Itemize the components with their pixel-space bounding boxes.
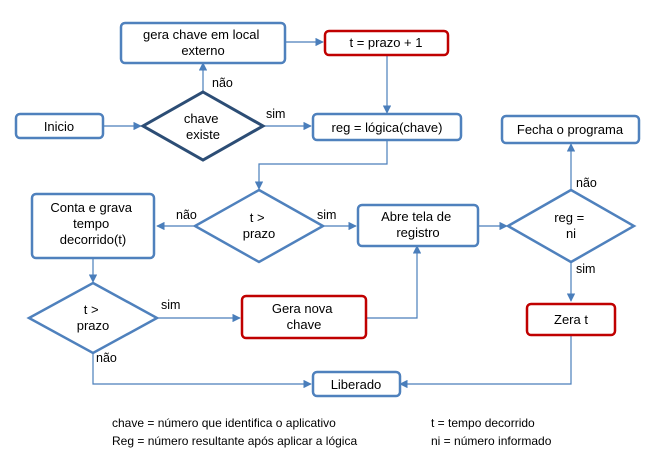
node-abre-tela-shape: [356, 203, 480, 248]
label-t2-sim: sim: [161, 298, 180, 312]
legend-ni: ni = número informado: [431, 434, 552, 448]
edge-t-prazo-2-nao: [92, 354, 312, 389]
nodes: gera chave em local externo t = prazo + …: [14, 21, 641, 398]
node-t-prazo-1-line-1: t >: [250, 210, 265, 225]
node-gera-chave-line-1: gera chave em local: [143, 27, 259, 42]
node-inicio: Inicio: [14, 112, 105, 140]
node-liberado: Liberado: [311, 370, 402, 398]
node-abre-tela: Abre tela de registro: [356, 203, 480, 248]
node-t-prazo-mais-1-shape: [323, 29, 450, 57]
label-t1-sim: sim: [317, 208, 336, 222]
node-t-prazo-1-shape: [192, 188, 326, 264]
node-chave-existe-line-2: existe: [186, 127, 220, 142]
label-chave-sim: sim: [266, 107, 285, 121]
edge-reg-logica-to-t-prazo-1: [254, 140, 388, 190]
node-inicio-label: Inicio: [44, 119, 74, 134]
node-conta-grava: Conta e grava tempo decorrido(t): [30, 192, 156, 260]
node-zera-t: Zera t: [525, 302, 617, 337]
node-reg-ni-line-2: ni: [566, 226, 576, 241]
node-chave-existe-shape: [139, 90, 267, 162]
node-inicio-shape: [14, 112, 105, 140]
node-gera-nova-label: Gera nova chave: [272, 301, 336, 332]
node-conta-grava-line-1: Conta e grava: [50, 200, 132, 215]
legend: chave = número que identifica o aplicati…: [112, 416, 552, 448]
node-zera-t-label: Zera t: [554, 312, 588, 327]
node-gera-chave-line-2: externo: [181, 43, 224, 58]
node-gera-chave-shape: [119, 21, 287, 65]
node-abre-tela-label: Abre tela de registro: [381, 209, 455, 240]
node-zera-t-shape: [525, 302, 617, 337]
legend-reg: Reg = número resultante após aplicar a l…: [112, 434, 357, 448]
node-reg-logica-label: reg = lógica(chave): [332, 120, 443, 135]
node-t-prazo-2-label: t > prazo: [77, 302, 110, 333]
node-liberado-label: Liberado: [331, 377, 382, 392]
node-fecha-programa-shape: [500, 114, 641, 145]
label-t2-nao: não: [96, 351, 117, 365]
node-gera-nova-shape: [240, 294, 368, 340]
edges: [88, 37, 576, 389]
node-t-prazo-2-shape: [26, 281, 160, 355]
node-conta-grava-line-2: tempo: [73, 216, 109, 231]
node-reg-ni-line-1: reg =: [554, 210, 584, 225]
node-chave-existe-label: chave existe: [184, 111, 222, 142]
node-t-prazo-mais-1-label: t = prazo + 1: [350, 35, 423, 50]
label-regni-nao: não: [576, 176, 597, 190]
node-t-prazo-2-line-1: t >: [84, 302, 99, 317]
node-reg-ni: reg = ni: [505, 188, 637, 264]
node-t-prazo-1-line-2: prazo: [243, 226, 276, 241]
node-t-prazo-1-label: t > prazo: [243, 210, 276, 241]
label-t1-nao: não: [176, 208, 197, 222]
legend-t: t = tempo decorrido: [431, 416, 535, 430]
node-gera-chave-label: gera chave em local externo: [143, 27, 263, 58]
node-gera-nova: Gera nova chave: [240, 294, 368, 340]
node-gera-nova-line-1: Gera nova: [272, 301, 333, 316]
node-reg-logica: reg = lógica(chave): [311, 112, 463, 142]
node-chave-existe-line-1: chave: [184, 111, 219, 126]
node-reg-ni-shape: [505, 188, 637, 264]
node-conta-grava-line-3: decorrido(t): [60, 232, 126, 247]
node-conta-grava-shape: [30, 192, 156, 260]
legend-chave: chave = número que identifica o aplicati…: [112, 416, 336, 430]
node-liberado-shape: [311, 370, 402, 398]
label-regni-sim: sim: [576, 262, 595, 276]
node-abre-tela-line-2: registro: [396, 225, 439, 240]
edge-zera-t-to-liberado: [399, 336, 572, 389]
node-chave-existe: chave existe: [139, 90, 267, 162]
node-fecha-programa-label: Fecha o programa: [517, 122, 624, 137]
node-conta-grava-label: Conta e grava tempo decorrido(t): [50, 200, 135, 247]
node-t-prazo-2-line-2: prazo: [77, 318, 110, 333]
node-t-prazo-2: t > prazo: [26, 281, 160, 355]
node-gera-nova-line-2: chave: [287, 317, 322, 332]
edge-gera-nova-to-abre-tela: [366, 245, 422, 319]
label-chave-nao: não: [212, 76, 233, 90]
node-reg-ni-label: reg = ni: [554, 210, 588, 241]
node-t-prazo-mais-1: t = prazo + 1: [323, 29, 450, 57]
node-fecha-programa: Fecha o programa: [500, 114, 641, 145]
node-t-prazo-1: t > prazo: [192, 188, 326, 264]
edge-labels: não sim não sim não sim sim não: [96, 76, 597, 365]
node-reg-logica-shape: [311, 112, 463, 142]
node-abre-tela-line-1: Abre tela de: [381, 209, 451, 224]
node-gera-chave: gera chave em local externo: [119, 21, 287, 65]
